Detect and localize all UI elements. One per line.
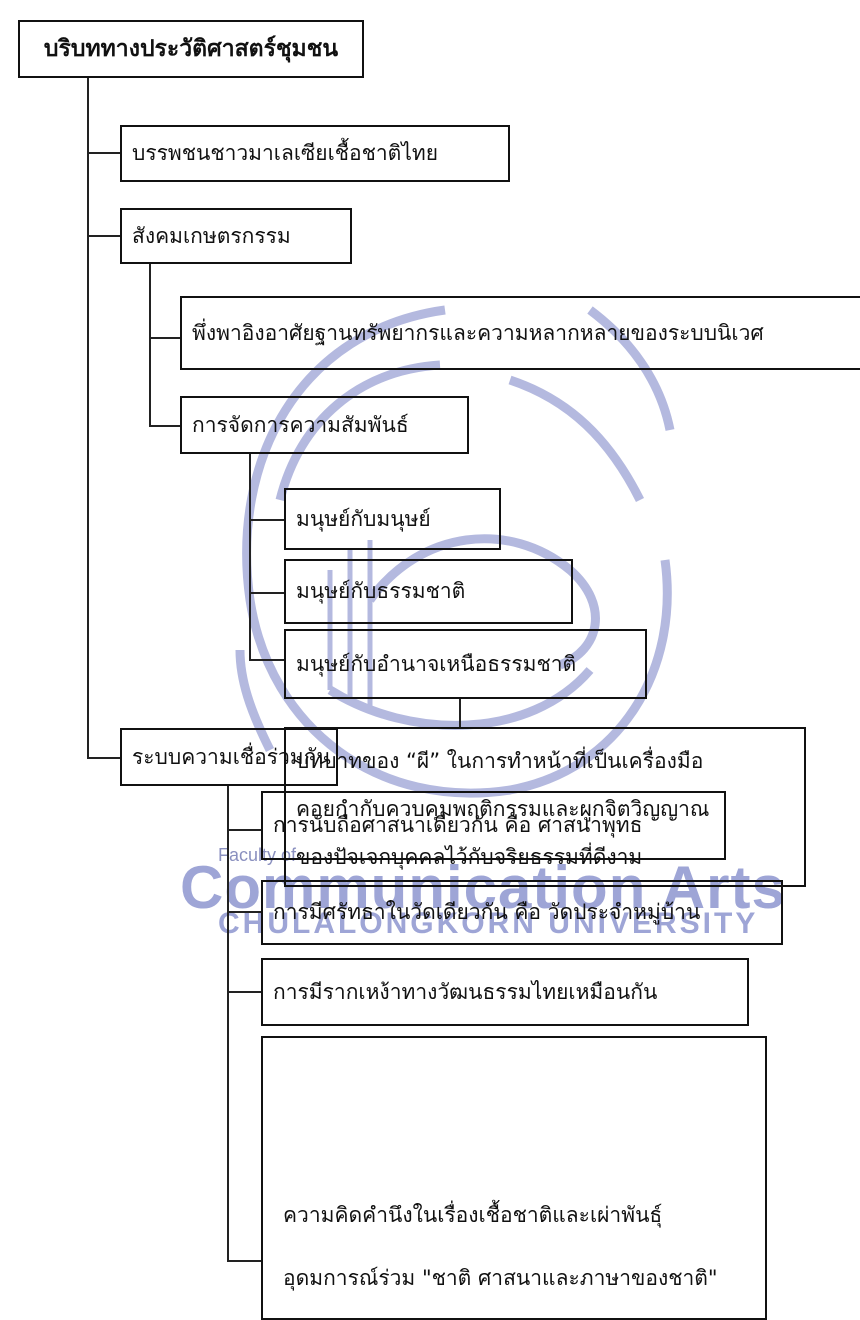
connector-belief-1 — [227, 829, 261, 831]
connector-agri-trunk — [149, 264, 151, 426]
connector-beliefs — [87, 757, 120, 759]
spirit-line-3: ของปัจเจกบุคคลไว้กับจริยธรรมที่ดีงาม — [296, 845, 643, 869]
connector-relations-trunk — [249, 454, 251, 660]
relations-node: การจัดการความสัมพันธ์ — [180, 396, 469, 454]
nation-ideology-node — [261, 1036, 767, 1320]
connector-ancestors — [87, 152, 120, 154]
connector-relation-3 — [249, 659, 284, 661]
belief-culture: การมีรากเหง้าทางวัฒนธรรมไทยเหมือนกัน — [261, 958, 749, 1026]
connector-beliefs-trunk — [227, 786, 229, 1261]
connector-root-trunk — [87, 78, 89, 758]
root-node: บริบททางประวัติศาสตร์ชุมชน — [18, 20, 364, 78]
relation-human-human: มนุษย์กับมนุษย์ — [284, 488, 501, 550]
relation-human-nature: มนุษย์กับธรรมชาติ — [284, 559, 573, 624]
connector-resources — [149, 337, 180, 339]
resources-node: พึ่งพาอิงอาศัยฐานทรัพยากรและความหลากหลาย… — [180, 296, 860, 370]
agri-node: สังคมเกษตรกรรม — [120, 208, 352, 264]
nation-line-2: อุดมการณ์ร่วม "ชาติ ศาสนาและภาษาของชาติ" — [283, 1266, 718, 1290]
connector-belief-3 — [227, 991, 261, 993]
beliefs-node: ระบบความเชื่อร่วมกัน — [120, 728, 338, 786]
spirit-line-2: คอยกำกับควบคุมพฤติกรรมและผูกจิตวิญญาณ — [296, 797, 710, 821]
belief-temple: การมีศรัทธาในวัดเดียวกัน คือ วัดประจำหมู… — [261, 880, 783, 945]
spirit-line-1: บทบาทของ “ผี” ในการทำหน้าที่เป็นเครื่องม… — [296, 749, 704, 773]
connector-agri — [87, 235, 120, 237]
belief-religion: การนับถือศาสนาเดียวกัน คือ ศาสนาพุทธ — [261, 791, 726, 860]
connector-belief-2 — [227, 911, 261, 913]
ancestors-node: บรรพชนชาวมาเลเซียเชื้อชาติไทย — [120, 125, 510, 182]
connector-belief-4 — [227, 1260, 261, 1262]
connector-relation-2 — [249, 592, 284, 594]
connector-relations — [149, 425, 180, 427]
relation-human-supernatural: มนุษย์กับอำนาจเหนือธรรมชาติ — [284, 629, 647, 699]
nation-line-1: ความคิดคำนึงในเรื่องเชื้อชาติและเผ่าพันธ… — [283, 1203, 663, 1227]
connector-relation-1 — [249, 519, 284, 521]
connector-spirit — [459, 699, 461, 727]
